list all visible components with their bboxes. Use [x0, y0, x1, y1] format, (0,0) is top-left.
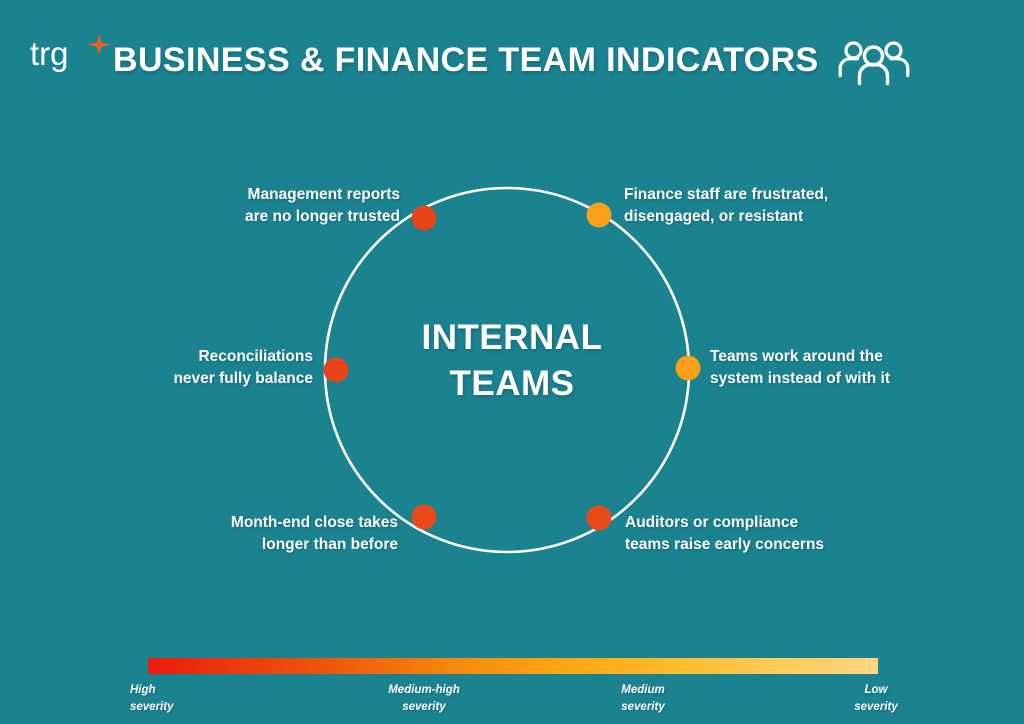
- legend-stop-medium: Medium severity: [588, 682, 698, 715]
- indicator-ring-diagram: INTERNAL TEAMS Management reports are no…: [0, 110, 1024, 610]
- node-dot-reconciliations[interactable]: [323, 357, 349, 383]
- severity-gradient-bar: [148, 658, 878, 674]
- people-group-icon: [838, 41, 910, 86]
- node-label-teams-workaround[interactable]: Teams work around the system instead of …: [710, 346, 1010, 390]
- node-dot-finance-staff[interactable]: [586, 202, 612, 228]
- logo-wordmark: trg: [30, 35, 69, 72]
- node-label-line2: longer than before: [261, 536, 398, 553]
- node-label-line1: Reconciliations: [198, 348, 313, 365]
- node-label-line1: Auditors or compliance: [625, 514, 799, 531]
- node-dot-auditors-compliance[interactable]: [586, 505, 612, 531]
- legend-stop-medium-high: Medium-high severity: [359, 682, 489, 715]
- legend-stop-line2: severity: [130, 700, 174, 713]
- page-title: BUSINESS & FINANCE TEAM INDICATORS: [113, 40, 819, 79]
- legend-stop-line2: severity: [621, 700, 665, 713]
- node-label-line2: are no longer trusted: [244, 208, 400, 225]
- legend-stop-line2: severity: [854, 700, 898, 713]
- legend-stop-low: Low severity: [826, 682, 926, 715]
- node-label-line2: system instead of with it: [710, 370, 891, 387]
- legend-stop-line1: Medium: [621, 684, 665, 696]
- node-label-reconciliations[interactable]: Reconciliations never fully balance: [28, 346, 313, 390]
- legend-stop-line1: Medium-high: [388, 684, 460, 696]
- node-label-line1: Finance staff are frustrated,: [624, 186, 829, 203]
- node-dot-management-reports[interactable]: [411, 205, 437, 231]
- node-label-line1: Teams work around the: [710, 348, 883, 365]
- legend-stop-high: High severity: [130, 682, 173, 715]
- node-dot-teams-workaround[interactable]: [675, 355, 701, 381]
- node-label-auditors-compliance[interactable]: Auditors or compliance teams raise early…: [625, 512, 1005, 556]
- ring-graphic: [323, 186, 701, 554]
- node-label-finance-staff[interactable]: Finance staff are frustrated, disengaged…: [624, 184, 1004, 228]
- node-label-line1: Management reports: [247, 186, 400, 203]
- node-label-line2: teams raise early concerns: [625, 536, 825, 553]
- center-label-line1: INTERNAL: [421, 318, 603, 357]
- legend-stop-line2: severity: [402, 700, 446, 713]
- node-label-management-reports[interactable]: Management reports are no longer trusted: [28, 184, 400, 228]
- header: trg BUSINESS & FINANCE TEAM INDICATORS: [0, 0, 1024, 110]
- legend-stop-line1: High: [130, 684, 156, 696]
- node-label-line1: Month-end close takes: [230, 514, 398, 531]
- center-label-line2: TEAMS: [449, 364, 575, 404]
- severity-legend: High severity Medium-high severity Mediu…: [0, 610, 1024, 724]
- title-block: BUSINESS & FINANCE TEAM INDICATORS: [113, 34, 911, 86]
- node-dot-month-end-close[interactable]: [411, 504, 437, 530]
- node-label-line2: never fully balance: [173, 370, 313, 387]
- trg-logo: trg: [30, 32, 110, 80]
- node-label-month-end-close[interactable]: Month-end close takes longer than before: [28, 512, 398, 556]
- sparkle-icon: [88, 34, 110, 56]
- center-label: INTERNAL TEAMS: [382, 315, 642, 407]
- node-label-line2: disengaged, or resistant: [624, 208, 804, 225]
- legend-stop-line1: Low: [864, 684, 888, 696]
